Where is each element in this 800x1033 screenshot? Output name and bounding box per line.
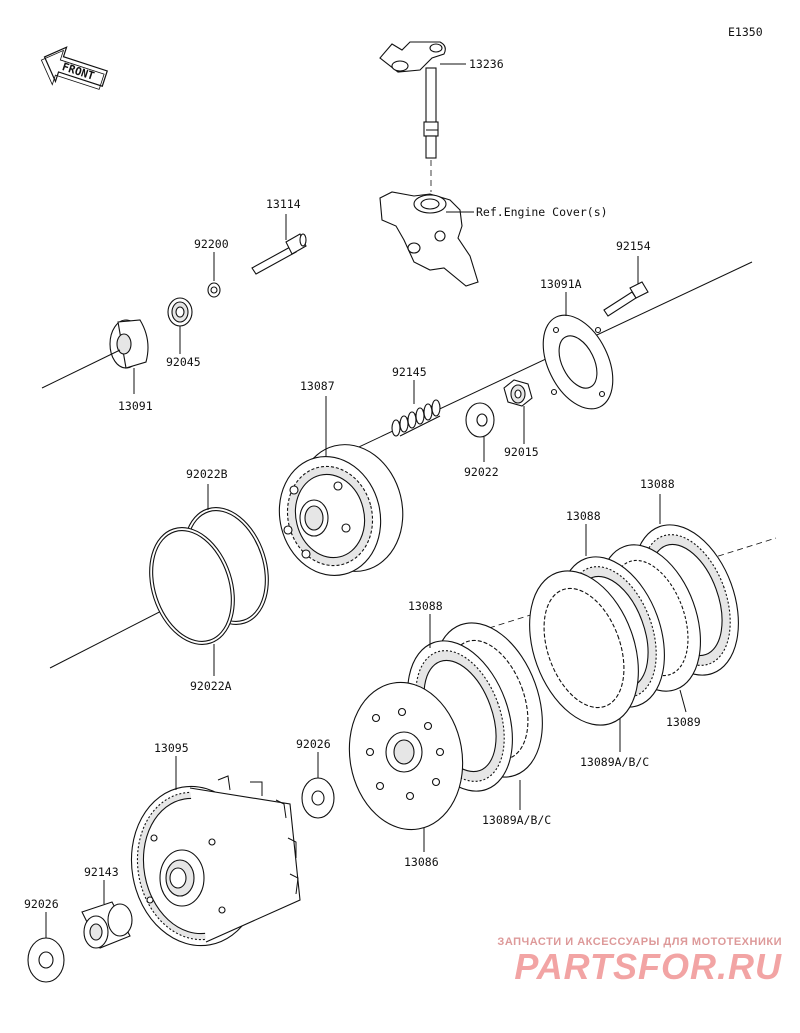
engine-cover-ref: [379, 160, 479, 287]
label-92022A: 92022A: [190, 679, 232, 693]
part-13236-release-shaft: [379, 41, 446, 159]
label-92026-left: 92026: [24, 897, 59, 911]
part-92154-bolt: [603, 281, 649, 317]
label-92145: 92145: [392, 365, 427, 379]
watermark: ЗАПЧАСТИ И АКСЕССУАРЫ ДЛЯ МОТОТЕХНИКИ PA…: [482, 936, 782, 986]
part-92022-washer: [465, 402, 495, 438]
part-92026-washer-left: [27, 937, 65, 983]
watermark-tagline: ЗАПЧАСТИ И АКСЕССУАРЫ ДЛЯ МОТОТЕХНИКИ: [497, 936, 782, 948]
label-13089: 13089: [666, 715, 701, 729]
label-92022B: 92022B: [186, 467, 228, 481]
label-13088-top: 13088: [640, 477, 675, 491]
watermark-brand: PARTSFOR.RU: [514, 946, 782, 987]
part-92145-spring: [391, 399, 441, 437]
front-arrow-icon: FRONT: [40, 46, 108, 90]
label-13088-mid: 13088: [566, 509, 601, 523]
part-92143-sleeve: [81, 901, 133, 949]
part-13095-clutch-housing: [130, 775, 301, 947]
label-92022: 92022: [464, 465, 499, 479]
part-13087-pressure-plate: [278, 444, 404, 577]
part-92026-washer-mid: [301, 777, 335, 819]
part-13089ABC-steel-plate-right: [529, 570, 639, 726]
label-92015: 92015: [504, 445, 539, 459]
label-13089ABC-right: 13089A/B/C: [580, 755, 649, 769]
label-92200: 92200: [194, 237, 229, 251]
part-13091-lifter: [109, 319, 149, 369]
label-13087: 13087: [300, 379, 335, 393]
diagram-code: E1350: [728, 25, 763, 39]
label-13086: 13086: [404, 855, 439, 869]
part-92045-bearing: [167, 297, 193, 327]
label-13091: 13091: [118, 399, 153, 413]
label-92143: 92143: [84, 865, 119, 879]
label-13095: 13095: [154, 741, 189, 755]
label-13114: 13114: [266, 197, 301, 211]
part-13091A-plate: [542, 314, 614, 410]
part-92022A-ring: [149, 527, 235, 645]
label-13088-low: 13088: [408, 599, 443, 613]
label-13089ABC-low: 13089A/B/C: [482, 813, 551, 827]
label-92026-mid: 92026: [296, 737, 331, 751]
ref-engine-cover-label: Ref.Engine Cover(s): [476, 205, 608, 219]
part-13086-clutch-hub: [348, 681, 464, 831]
label-92154: 92154: [616, 239, 651, 253]
label-13236: 13236: [469, 57, 504, 71]
label-13091A: 13091A: [540, 277, 582, 291]
part-13114-push-rod: [251, 233, 307, 275]
label-92045: 92045: [166, 355, 201, 369]
part-92015-nut: [503, 379, 533, 407]
